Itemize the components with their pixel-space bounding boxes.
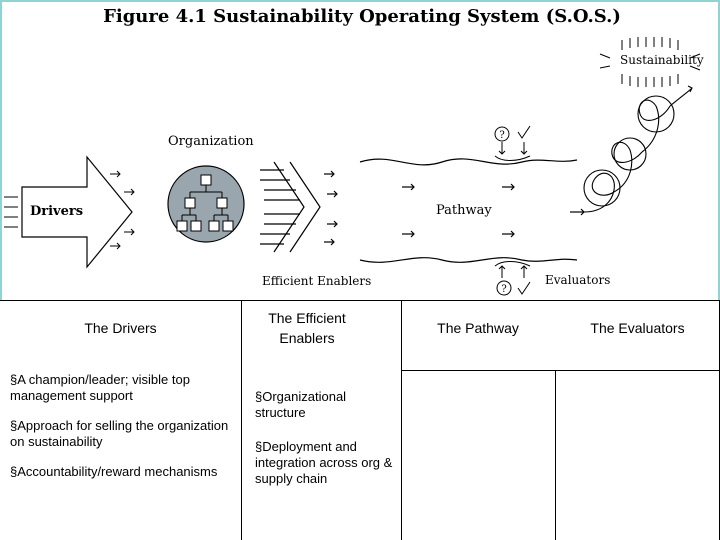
header-evaluators: The Evaluators bbox=[590, 319, 685, 336]
label-evaluators: Evaluators bbox=[545, 273, 611, 287]
svg-text:?: ? bbox=[499, 130, 504, 141]
header-efficient-enablers: The Efficient Enablers bbox=[268, 309, 346, 346]
comparison-table: The Drivers The Efficient Enablers The P… bbox=[0, 300, 720, 540]
list-item: §Organizational structure bbox=[255, 389, 347, 420]
drivers-arrow bbox=[4, 155, 135, 269]
list-item: §A champion/leader; visible top manageme… bbox=[10, 372, 190, 403]
list-item: §Approach for selling the organization o… bbox=[10, 418, 229, 449]
col-divider-3 bbox=[555, 370, 556, 540]
enablers-list: §Organizational structure §Deployment an… bbox=[245, 389, 395, 501]
figure-title: Figure 4.1 Sustainability Operating Syst… bbox=[103, 6, 621, 27]
pathway-channel bbox=[359, 158, 585, 263]
header-pathway: The Pathway bbox=[437, 319, 519, 336]
label-sustainability: Sustainability bbox=[620, 53, 704, 67]
drivers-list: §A champion/leader; visible top manageme… bbox=[0, 372, 238, 494]
sos-figure: Figure 4.1 Sustainability Operating Syst… bbox=[0, 0, 720, 300]
table-top-border bbox=[0, 300, 720, 301]
sustainability-burst bbox=[599, 37, 701, 87]
label-organization: Organization bbox=[168, 134, 254, 149]
list-item: §Accountability/reward mechanisms bbox=[10, 464, 218, 479]
sustainability-spiral bbox=[583, 85, 693, 213]
col-divider-2 bbox=[401, 300, 402, 540]
label-efficient-enablers: Efficient Enablers bbox=[262, 274, 372, 288]
sos-diagram: ? ? bbox=[4, 37, 701, 296]
svg-text:?: ? bbox=[501, 284, 506, 295]
header-divider-right bbox=[401, 370, 720, 371]
evaluators-bottom: ? bbox=[494, 261, 531, 296]
label-pathway: Pathway bbox=[436, 203, 492, 218]
organization-circle bbox=[167, 165, 245, 243]
col-divider-1 bbox=[241, 300, 242, 540]
enablers-chevron bbox=[260, 161, 338, 253]
header-drivers: The Drivers bbox=[84, 319, 157, 336]
evaluators-top: ? bbox=[494, 125, 531, 161]
label-drivers: Drivers bbox=[30, 204, 84, 219]
list-item: §Deployment and integration across org &… bbox=[255, 439, 393, 486]
